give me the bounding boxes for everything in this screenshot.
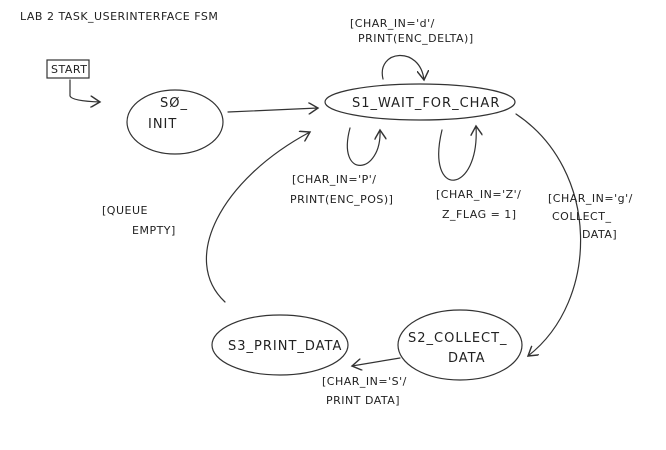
d-loop-label-1: [CHAR_IN='d'/ [350,17,435,30]
z-loop-label-1: [CHAR_IN='Z'/ [436,188,521,201]
queue-empty-label-1: [QUEUE [102,204,148,217]
s1-to-s2-arrow [515,113,582,356]
g-label-1: [CHAR_IN='g'/ [548,192,633,205]
d-loop-label-2: PRINT(ENC_DELTA)] [358,32,474,45]
s2-to-s3-arrow [352,357,401,366]
s2-label-2: DATA [448,351,486,366]
start-label: START [51,63,87,76]
z-loop-arrow [438,126,476,181]
g-label-3: DATA] [582,228,617,241]
z-loop-label-2: Z_FLAG = 1] [442,208,517,221]
start-box [46,59,90,79]
s3-to-s1-arrow [206,132,310,303]
start-arrow [69,79,100,102]
queue-empty-label-2: EMPTY] [132,224,176,237]
state-s3 [211,314,349,376]
s-label-2: PRINT DATA] [326,394,400,407]
s0-label-2: INIT [148,117,177,132]
s0-label-1: SØ_ [160,96,188,111]
s-label-1: [CHAR_IN='S'/ [322,375,407,388]
p-loop-arrow [346,127,380,166]
state-s1 [324,83,516,121]
diagram-title: LAB 2 TASK_USERINTERFACE FSM [20,10,218,23]
s1-label: S1_WAIT_FOR_CHAR [352,96,500,111]
s3-label: S3_PRINT_DATA [228,339,342,354]
p-loop-label-2: PRINT(ENC_POS)] [290,193,393,206]
p-loop-label-1: [CHAR_IN='P'/ [292,173,377,186]
state-s0 [126,89,224,155]
d-loop-arrow [381,54,424,80]
s2-label-1: S2_COLLECT_ [408,331,508,346]
g-label-2: COLLECT_ [552,210,611,223]
s0-to-s1-arrow [227,108,318,112]
state-s2 [397,309,523,381]
